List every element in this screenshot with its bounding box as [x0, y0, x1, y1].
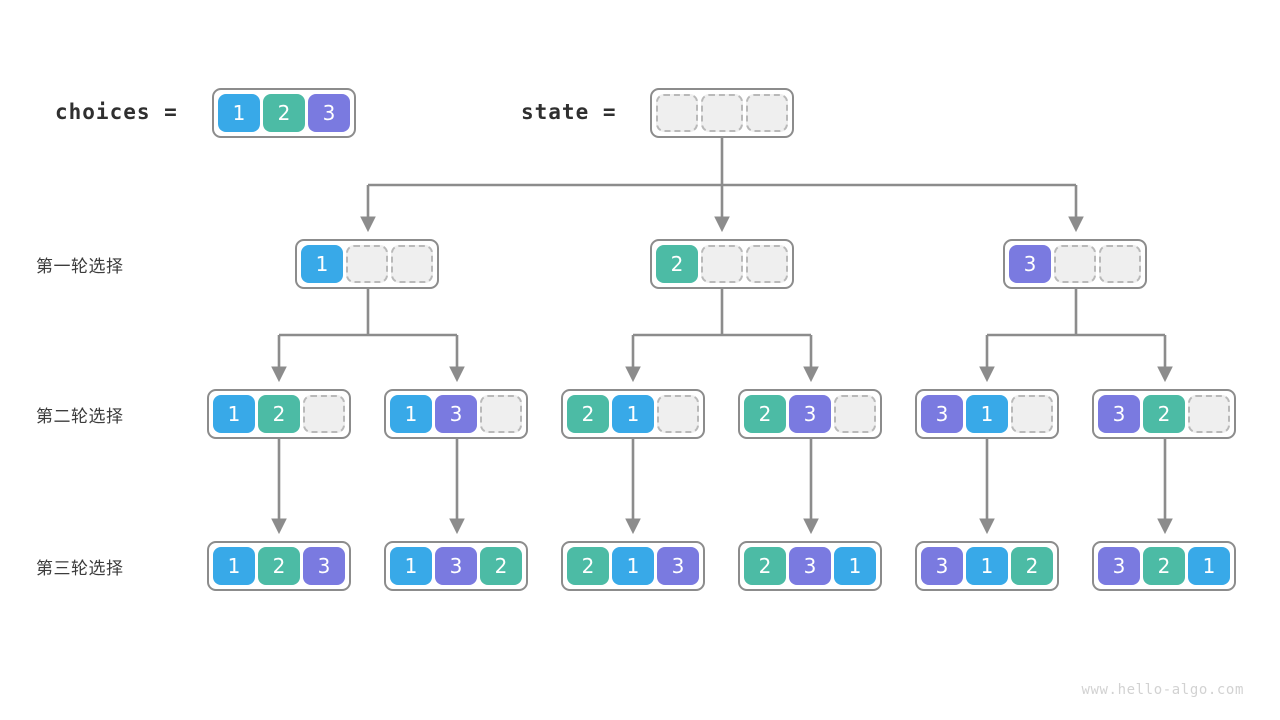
array-cell-filled: 2: [1143, 395, 1185, 433]
array-cell-empty: [834, 395, 876, 433]
array-cell-empty: [746, 245, 788, 283]
array-cell-empty: [1011, 395, 1053, 433]
array-cell-filled: 3: [789, 547, 831, 585]
array-cell-filled: 1: [390, 547, 432, 585]
array-cell-filled: 1: [1188, 547, 1230, 585]
array-cell-filled: 1: [966, 395, 1008, 433]
edges-level2-to-level3: [271, 437, 1173, 535]
array-cell-empty: [746, 94, 788, 132]
array-cell-empty: [303, 395, 345, 433]
array-cell-filled: 2: [744, 547, 786, 585]
array-cell-filled: 2: [480, 547, 522, 585]
array-cell-filled: 1: [966, 547, 1008, 585]
array-cell-empty: [701, 245, 743, 283]
row-label-round-1: 第一轮选择: [36, 257, 124, 277]
array-cell-filled: 1: [834, 547, 876, 585]
edges-root-to-level1: [360, 136, 1084, 233]
array-cell-filled: 1: [213, 547, 255, 585]
array-cell-filled: 1: [301, 245, 343, 283]
array-cell-filled: 3: [1098, 395, 1140, 433]
array-cell-filled: 3: [303, 547, 345, 585]
choices-label: choices =: [55, 100, 178, 124]
array-cell-filled: 3: [1098, 547, 1140, 585]
array-cell-filled: 3: [921, 395, 963, 433]
array-cell-filled: 1: [612, 547, 654, 585]
level1-node-2: 2: [650, 239, 794, 289]
array-cell-filled: 3: [435, 547, 477, 585]
array-cell-empty: [1099, 245, 1141, 283]
array-cell-filled: 2: [1143, 547, 1185, 585]
array-cell-filled: 2: [567, 547, 609, 585]
array-cell-filled: 3: [921, 547, 963, 585]
array-cell-filled: 3: [435, 395, 477, 433]
array-cell-filled: 2: [656, 245, 698, 283]
array-cell-filled: 1: [612, 395, 654, 433]
row-label-round-3: 第三轮选择: [36, 559, 124, 579]
array-cell-filled: 1: [390, 395, 432, 433]
array-cell-empty: [346, 245, 388, 283]
array-cell-filled: 3: [789, 395, 831, 433]
array-cell-filled: 3: [657, 547, 699, 585]
level1-node-3: 3: [1003, 239, 1147, 289]
array-cell-filled: 2: [258, 395, 300, 433]
state-array: [650, 88, 794, 138]
state-label: state =: [521, 100, 617, 124]
array-cell-filled: 2: [567, 395, 609, 433]
array-cell-filled: 1: [218, 94, 260, 132]
array-cell-empty: [701, 94, 743, 132]
array-cell-filled: 2: [1011, 547, 1053, 585]
array-cell-empty: [1054, 245, 1096, 283]
array-cell-empty: [391, 245, 433, 283]
array-cell-filled: 3: [308, 94, 350, 132]
watermark: www.hello-algo.com: [1081, 682, 1244, 698]
array-cell-empty: [657, 395, 699, 433]
array-cell-filled: 2: [258, 547, 300, 585]
edges-level1-to-level2: [271, 287, 1173, 383]
array-cell-filled: 2: [263, 94, 305, 132]
array-cell-empty: [1188, 395, 1230, 433]
array-cell-empty: [656, 94, 698, 132]
array-cell-filled: 3: [1009, 245, 1051, 283]
row-label-round-2: 第二轮选择: [36, 407, 124, 427]
array-cell-empty: [480, 395, 522, 433]
level1-node-1: 1: [295, 239, 439, 289]
array-cell-filled: 1: [213, 395, 255, 433]
array-cell-filled: 2: [744, 395, 786, 433]
